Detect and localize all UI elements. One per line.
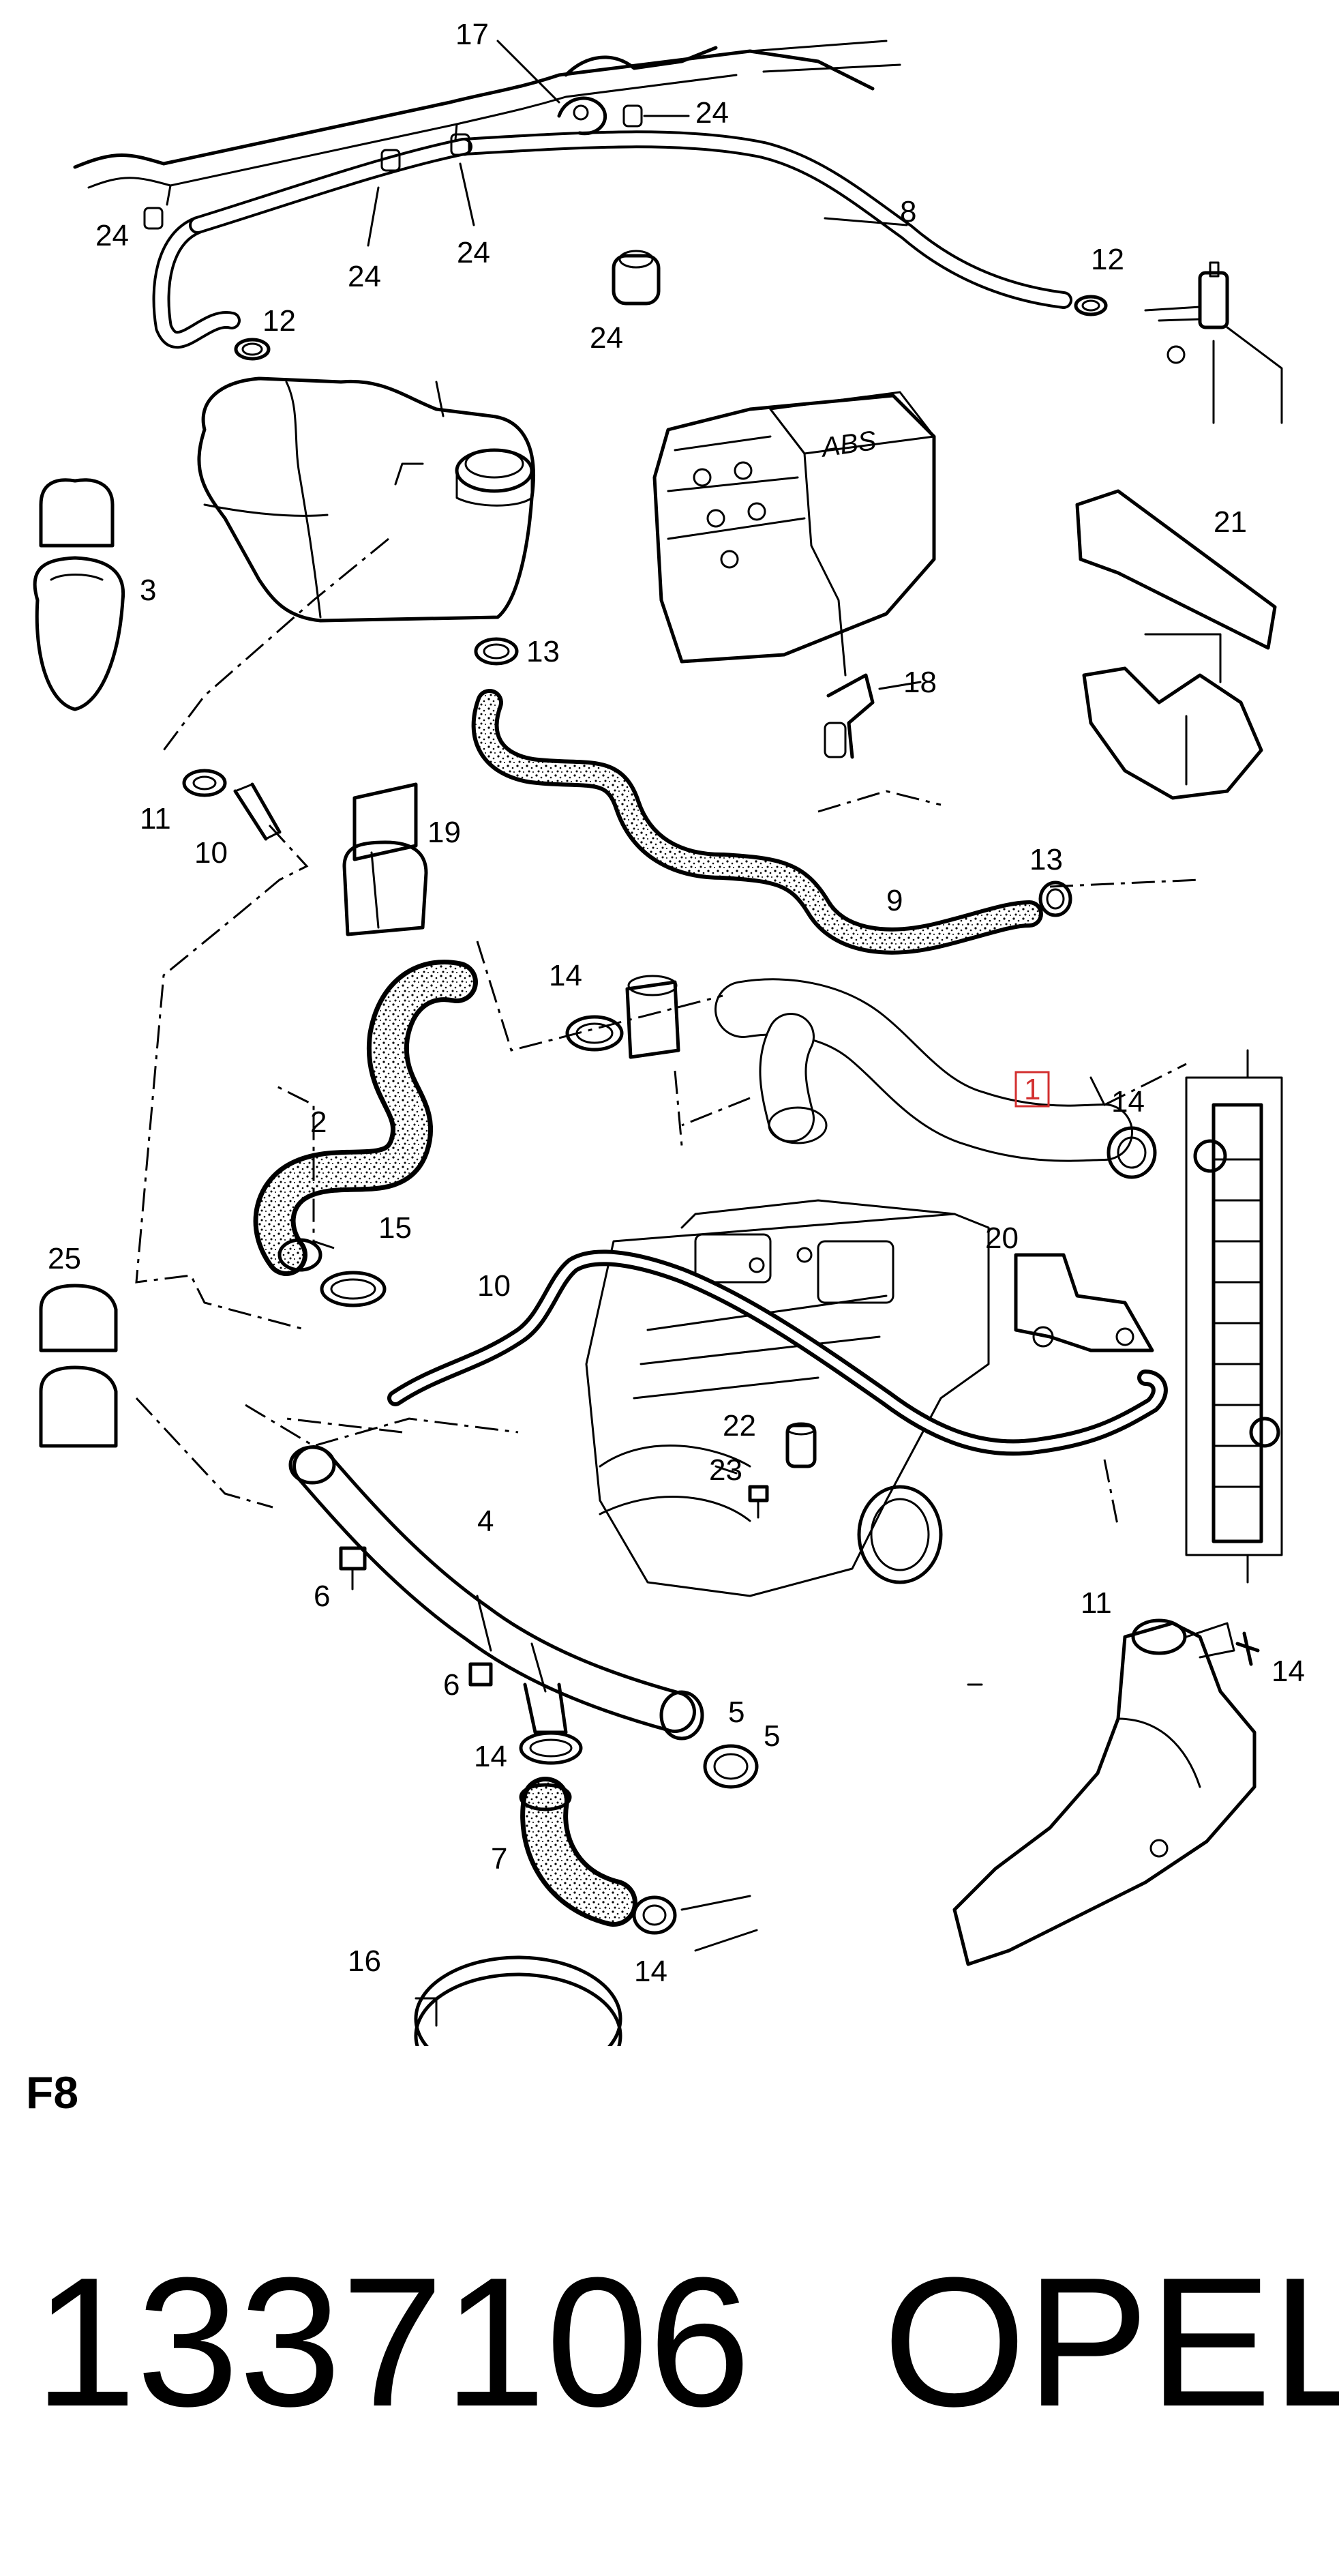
callout-21: 21 — [1214, 505, 1247, 539]
clamp-11-upper — [182, 769, 227, 797]
clamp-12-left — [234, 338, 271, 361]
hose-2 — [253, 960, 478, 1276]
sensor-22 — [785, 1422, 817, 1468]
callout-11a: 11 — [140, 802, 171, 835]
pipe-stub — [680, 1895, 758, 1952]
callout-1-highlight-box — [1014, 1071, 1050, 1108]
heater-valve — [1144, 261, 1283, 424]
engine-block — [585, 1199, 990, 1597]
bolt-6-lower — [468, 1662, 493, 1687]
callout-5a: 5 — [728, 1696, 744, 1729]
callout-23: 23 — [709, 1453, 742, 1487]
callout-24b: 24 — [348, 260, 381, 293]
callout-24e: 24 — [590, 321, 623, 355]
bracket-3 — [33, 478, 125, 711]
clamp-14-bottom — [632, 1895, 677, 1935]
clamp-14-thermostat — [1235, 1631, 1260, 1666]
callout-14c: 14 — [474, 1740, 507, 1773]
hose-10-long — [387, 1249, 1168, 1456]
band-clamp-16 — [414, 1955, 622, 2046]
thermostat-outlet — [625, 975, 680, 1059]
callout-12a: 12 — [262, 304, 296, 338]
clip-17 — [557, 96, 607, 136]
callout-11b: 11 — [1081, 1586, 1112, 1620]
callout-5b: 5 — [764, 1719, 780, 1753]
figure-label: F8 — [26, 2067, 79, 2118]
callout-24a: 24 — [95, 219, 129, 252]
callout-13b: 13 — [1029, 843, 1063, 876]
callout-14e: 14 — [1272, 1655, 1305, 1688]
callout-13a: 13 — [526, 635, 560, 668]
callout-22: 22 — [723, 1409, 756, 1442]
cooling-system-exploded-diagram: ABS — [33, 18, 1305, 2046]
callout-leaders — [367, 40, 1106, 1686]
callout-12b: 12 — [1091, 243, 1124, 276]
clamp-13-upper — [474, 637, 519, 666]
callout-20: 20 — [985, 1222, 1019, 1255]
abs-unit: ABS — [652, 391, 936, 677]
callout-2: 2 — [310, 1106, 327, 1139]
expansion-tank — [197, 376, 535, 623]
frame-rail — [73, 40, 901, 206]
callout-14a: 14 — [549, 959, 582, 992]
callout-4: 4 — [477, 1505, 494, 1538]
callout-1: 1 — [1024, 1073, 1040, 1106]
bolt-6-upper — [339, 1546, 367, 1590]
clamp-14-lower — [519, 1731, 583, 1765]
bracket-19 — [342, 782, 428, 936]
pipe-4 — [288, 1445, 704, 1741]
callout-24d: 24 — [695, 96, 729, 130]
callout-6a: 6 — [314, 1580, 330, 1613]
callout-8: 8 — [900, 195, 916, 228]
callout-10a: 10 — [194, 836, 228, 870]
callout-labels: 1 2 3 4 5 5 6 6 7 8 9 10 10 11 11 12 12 … — [48, 18, 1305, 1988]
sleeve-5 — [703, 1744, 759, 1789]
hose-7 — [519, 1777, 637, 1927]
callout-17: 17 — [455, 18, 489, 51]
callout-10b: 10 — [477, 1269, 511, 1303]
part-number: 1337106 — [34, 2240, 751, 2445]
callout-9: 9 — [886, 884, 903, 917]
radiator — [1185, 1049, 1283, 1584]
bracket-21 — [1075, 489, 1277, 800]
footer: 1337106 OPEL — [34, 2240, 1339, 2455]
callout-7: 7 — [491, 1842, 507, 1876]
callout-15: 15 — [378, 1211, 412, 1245]
bush-24-set — [143, 104, 661, 306]
thermostat-housing — [952, 1618, 1257, 1966]
callout-3: 3 — [140, 574, 156, 607]
brand-name: OPEL — [883, 2240, 1339, 2445]
connector-18 — [824, 673, 875, 759]
hose-1 — [714, 978, 1133, 1162]
bracket-20 — [1014, 1253, 1154, 1352]
assembly-leader-lines — [135, 537, 1201, 1528]
clamp-25 — [39, 1284, 118, 1448]
callout-18: 18 — [903, 666, 937, 699]
callout-25: 25 — [48, 1242, 81, 1275]
clamp-15 — [320, 1271, 387, 1307]
callout-24c: 24 — [457, 236, 490, 269]
callout-14d: 14 — [634, 1955, 667, 1988]
hose-10-short — [233, 782, 282, 841]
clamp-14-right — [1107, 1126, 1157, 1179]
abs-label: ABS — [819, 426, 879, 463]
hose-9 — [471, 689, 1043, 955]
clamp-12-right — [1074, 295, 1108, 316]
hose-8 — [152, 130, 1072, 349]
bolt-23 — [748, 1485, 769, 1519]
callout-14b: 14 — [1111, 1085, 1145, 1119]
callout-16: 16 — [348, 1944, 381, 1978]
clamp-13-lower — [1038, 880, 1072, 917]
callout-19: 19 — [427, 816, 461, 849]
callout-6b: 6 — [443, 1668, 460, 1702]
